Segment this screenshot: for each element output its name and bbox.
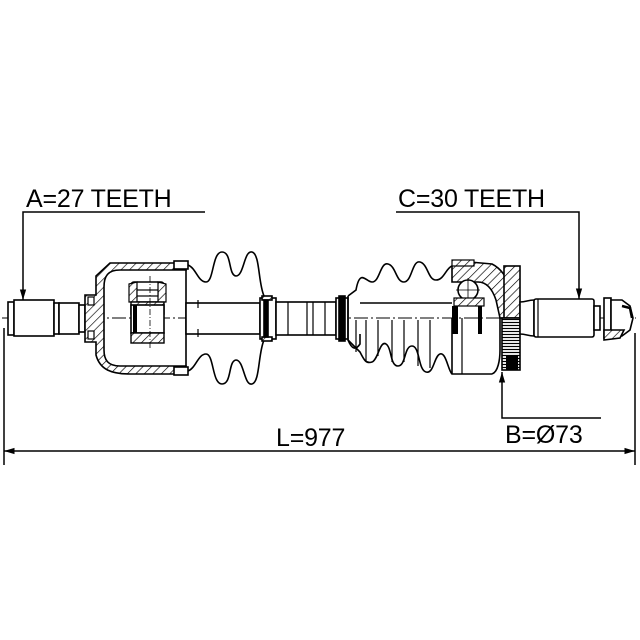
spline-c-label: C=30 TEETH <box>398 185 545 213</box>
intermediate-shaft <box>185 295 349 342</box>
outer-boot <box>347 261 492 375</box>
leader-abs-ring-b <box>498 372 601 419</box>
outer-joint <box>451 259 521 375</box>
dimension-overall-length <box>3 328 636 465</box>
inner-boot <box>173 251 265 385</box>
leader-spline-c <box>396 211 583 299</box>
overall-length-label: L=977 <box>276 424 346 452</box>
outer-stub-shaft <box>519 297 634 341</box>
leader-spline-a <box>19 211 205 300</box>
abs-ring-b-label: B=Ø73 <box>505 421 583 449</box>
inner-stub-shaft <box>7 299 86 337</box>
spline-a-label: A=27 TEETH <box>26 185 172 213</box>
inner-joint-housing <box>84 262 187 375</box>
